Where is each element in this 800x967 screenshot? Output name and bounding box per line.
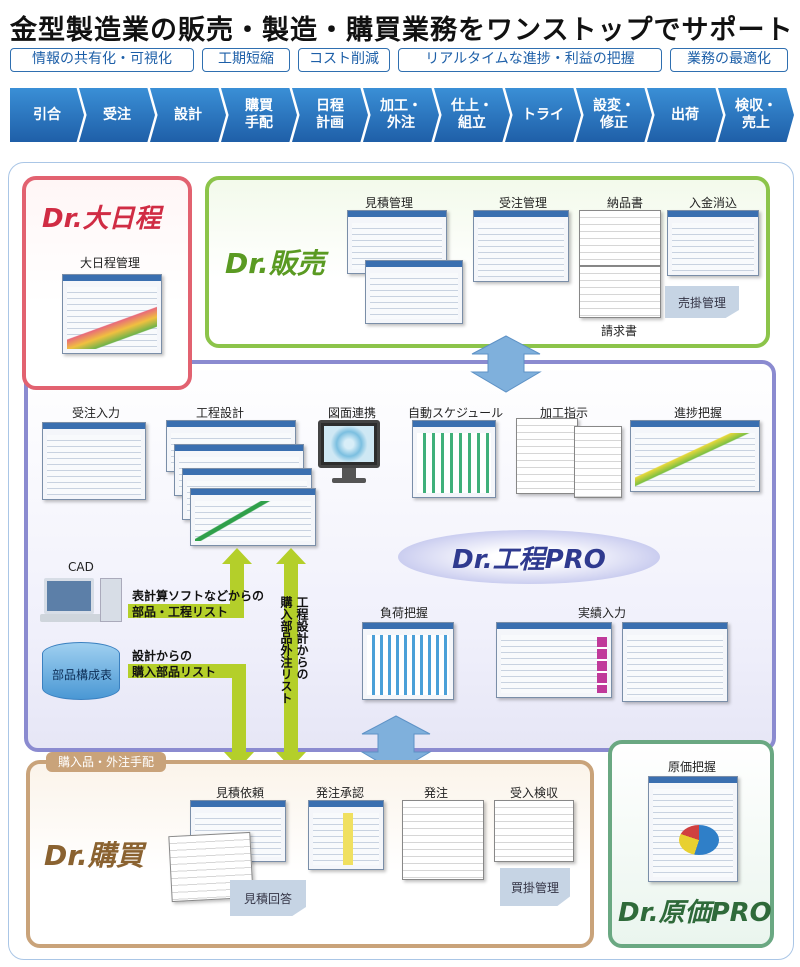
arrow-vertical-up-head bbox=[276, 548, 306, 564]
kotei-item-shinchoku: 進捗把握 bbox=[674, 406, 723, 420]
kobai-shonin-screenshot bbox=[308, 800, 384, 870]
hanbai-item-seikyu: 請求書 bbox=[601, 324, 638, 338]
benefit-badge-shorten: 工期短縮 bbox=[202, 48, 290, 72]
step-shiage: 仕上・ 組立 bbox=[434, 88, 510, 142]
kobai-item-mitsumori: 見積依頼 bbox=[216, 786, 265, 800]
genka-panel: 原価把握 Dr.原価PRO bbox=[608, 740, 774, 948]
step-juchu: 受注 bbox=[79, 88, 155, 142]
arrow-design-h bbox=[128, 664, 246, 678]
hanbai-mitsumori-screenshot-2 bbox=[365, 260, 463, 324]
step-sethen: 設変・ 修正 bbox=[576, 88, 652, 142]
kobai-ukeire-doc bbox=[494, 800, 574, 862]
kotei-shinchoku-screenshot bbox=[630, 420, 760, 492]
cad-label: CAD bbox=[68, 560, 94, 574]
genka-product-name: Dr.原価PRO bbox=[618, 898, 772, 928]
bom-label: 部品構成表 bbox=[52, 668, 113, 682]
kotei-fuka-screenshot bbox=[362, 622, 454, 700]
kotei-item-juchu-nyuryoku: 受注入力 bbox=[72, 406, 121, 420]
genka-item-label: 原価把握 bbox=[668, 760, 717, 774]
hanbai-nohin-doc bbox=[579, 210, 661, 266]
hanbai-urikake-tag: 売掛管理 bbox=[665, 286, 739, 318]
step-sekkei: 設計 bbox=[150, 88, 226, 142]
kotei-kako-doc-2 bbox=[574, 426, 622, 498]
kobai-item-hachu: 発注 bbox=[424, 786, 449, 800]
daininttei-panel: Dr.大日程 大日程管理 bbox=[22, 176, 192, 390]
page-title: 金型製造業の販売・製造・購買業務をワンストップでサポート bbox=[10, 15, 794, 46]
arrow-spreadsheet-v bbox=[230, 562, 244, 618]
kobai-product-name: Dr.購買 bbox=[44, 839, 144, 872]
genka-screenshot bbox=[648, 776, 738, 882]
arrow-design-v bbox=[232, 664, 246, 754]
kobai-item-hachu-shonin: 発注承認 bbox=[316, 786, 365, 800]
kotei-item-kako-shiji: 加工指示 bbox=[540, 406, 589, 420]
note-spreadsheet: 表計算ソフトなどからの 部品・工程リスト bbox=[132, 589, 265, 619]
note-vertical: 工程設計からの 購入部品外注リスト bbox=[279, 596, 309, 704]
benefit-badge-optimize: 業務の最適化 bbox=[670, 48, 788, 72]
hanbai-seikyu-doc bbox=[579, 266, 661, 318]
arrow-hanbai-kotei bbox=[470, 335, 542, 393]
bom-database-icon bbox=[42, 642, 120, 700]
kotei-sekkei-screenshot-4 bbox=[190, 488, 316, 546]
hanbai-nyukin-screenshot bbox=[667, 210, 759, 276]
step-nittei: 日程 計画 bbox=[292, 88, 368, 142]
benefit-badge-realtime: リアルタイムな進捗・利益の把握 bbox=[398, 48, 662, 72]
kotei-jisseki-screenshot-1 bbox=[496, 622, 612, 698]
kotei-item-auto-schedule: 自動スケジュール bbox=[408, 406, 504, 420]
step-hikiai: 引合 bbox=[10, 88, 84, 142]
step-try: トライ bbox=[505, 88, 581, 142]
cad-computer-icon bbox=[44, 578, 94, 614]
arrow-spreadsheet-head bbox=[222, 548, 252, 564]
kobai-kaikake-tag: 買掛管理 bbox=[500, 868, 570, 906]
hanbai-item-mitsumori: 見積管理 bbox=[365, 196, 414, 210]
benefit-badge-cost: コスト削減 bbox=[298, 48, 390, 72]
kobai-hachu-doc bbox=[402, 800, 484, 880]
kotei-kako-doc-1 bbox=[516, 418, 578, 494]
kotei-juchu-screenshot bbox=[42, 422, 146, 500]
kotei-item-jisseki: 実績入力 bbox=[578, 606, 627, 620]
benefit-badge-sharing: 情報の共有化・可視化 bbox=[10, 48, 194, 72]
step-shukka: 出荷 bbox=[647, 88, 723, 142]
hanbai-item-nohin: 納品書 bbox=[607, 196, 644, 210]
kobai-item-ukeire: 受入検収 bbox=[510, 786, 559, 800]
kotei-item-zumen-renkei: 図面連携 bbox=[328, 406, 377, 420]
kobai-panel: Dr.購買 見積依頼 発注承認 発注 受入検収 見積回答 買掛管理 bbox=[26, 760, 594, 948]
kotei-schedule-screenshot bbox=[412, 420, 496, 498]
kobai-mitsumori-kaito-tag: 見積回答 bbox=[230, 880, 306, 916]
kotei-product-name: Dr.工程PRO bbox=[452, 544, 606, 575]
note-design: 設計からの 購入部品リスト bbox=[132, 649, 217, 679]
arrow-spreadsheet-h bbox=[128, 604, 238, 618]
step-kobai: 購買 手配 bbox=[221, 88, 297, 142]
daininttei-screenshot bbox=[62, 274, 162, 354]
hanbai-product-name: Dr.販売 bbox=[225, 247, 325, 280]
kotei-item-kotei-sekkei: 工程設計 bbox=[196, 406, 245, 420]
hanbai-item-nyukin: 入金消込 bbox=[689, 196, 738, 210]
step-kenshu: 検収・ 売上 bbox=[718, 88, 794, 142]
daininttei-item-label: 大日程管理 bbox=[80, 256, 141, 270]
kotei-product-badge: Dr.工程PRO bbox=[398, 530, 660, 584]
hanbai-item-juchu: 受注管理 bbox=[499, 196, 548, 210]
monitor-icon bbox=[318, 420, 380, 468]
step-kako: 加工・ 外注 bbox=[363, 88, 439, 142]
kobai-tab-label: 購入品・外注手配 bbox=[46, 752, 167, 772]
kotei-jisseki-screenshot-2 bbox=[622, 622, 728, 702]
arrow-vertical-bar bbox=[284, 562, 298, 754]
hanbai-juchu-screenshot bbox=[473, 210, 569, 282]
kotei-item-fuka: 負荷把握 bbox=[380, 606, 429, 620]
daininttei-product-name: Dr.大日程 bbox=[42, 204, 161, 234]
